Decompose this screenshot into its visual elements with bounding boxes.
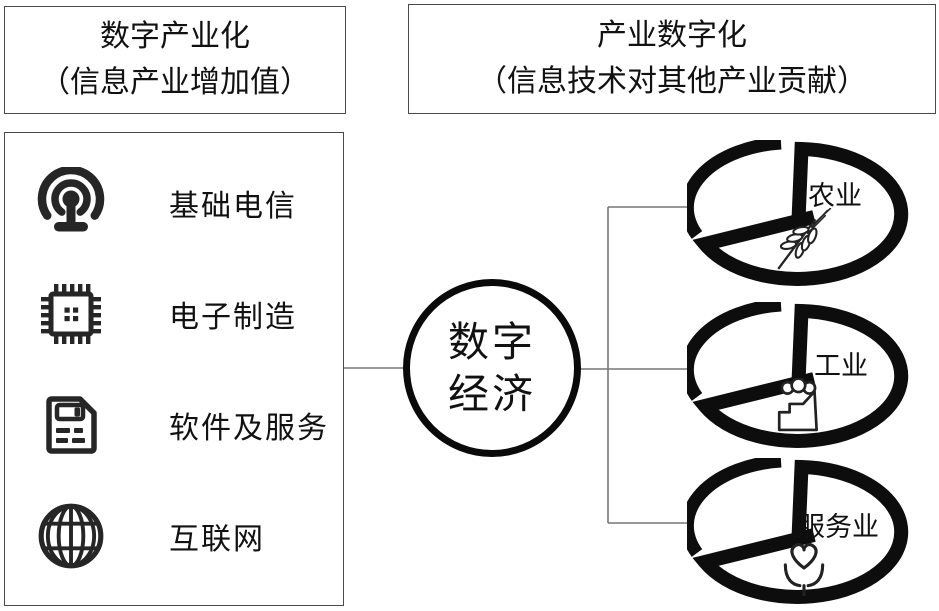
pie-agriculture: 农业 (687, 140, 909, 286)
left-header-title: 数字产业化 (100, 19, 250, 53)
right-header-subtitle: （信息技术对其他产业贡献） (477, 65, 867, 98)
center-node-digital-economy: 数字 经济 (403, 279, 581, 457)
factory-icon (777, 378, 818, 432)
left-item-internet: 互联网 (5, 492, 343, 580)
left-item-label: 基础电信 (169, 189, 297, 223)
left-item-label: 软件及服务 (169, 411, 329, 445)
right-header-box: 产业数字化 （信息技术对其他产业贡献） (408, 4, 936, 114)
pie-services: 服务业 (687, 458, 909, 604)
pie-label: 服务业 (798, 512, 879, 542)
left-item-electronics: 电子制造 (5, 270, 343, 358)
center-node-line2: 经济 (448, 371, 536, 417)
heart-sprout-icon (783, 543, 825, 596)
left-header-box: 数字产业化 （信息产业增加值） (4, 6, 346, 114)
right-header-title: 产业数字化 (597, 18, 747, 52)
left-item-software: 软件及服务 (5, 381, 343, 469)
left-item-label: 电子制造 (169, 300, 297, 334)
wheat-icon (777, 208, 832, 270)
broadcast-tower-icon (33, 159, 109, 247)
left-item-label: 互联网 (169, 522, 265, 556)
center-node-line1: 数字 (448, 318, 536, 365)
pie-label: 工业 (814, 351, 868, 381)
globe-icon (33, 492, 109, 580)
pie-industry: 工业 (687, 302, 909, 448)
left-panel: 基础电信 电子制造 (4, 132, 344, 606)
left-header-subtitle: （信息产业增加值） (40, 66, 310, 99)
left-item-telecom: 基础电信 (5, 159, 343, 247)
floppy-disk-icon (33, 381, 109, 469)
chip-icon (33, 270, 109, 358)
pie-label: 农业 (808, 181, 862, 211)
